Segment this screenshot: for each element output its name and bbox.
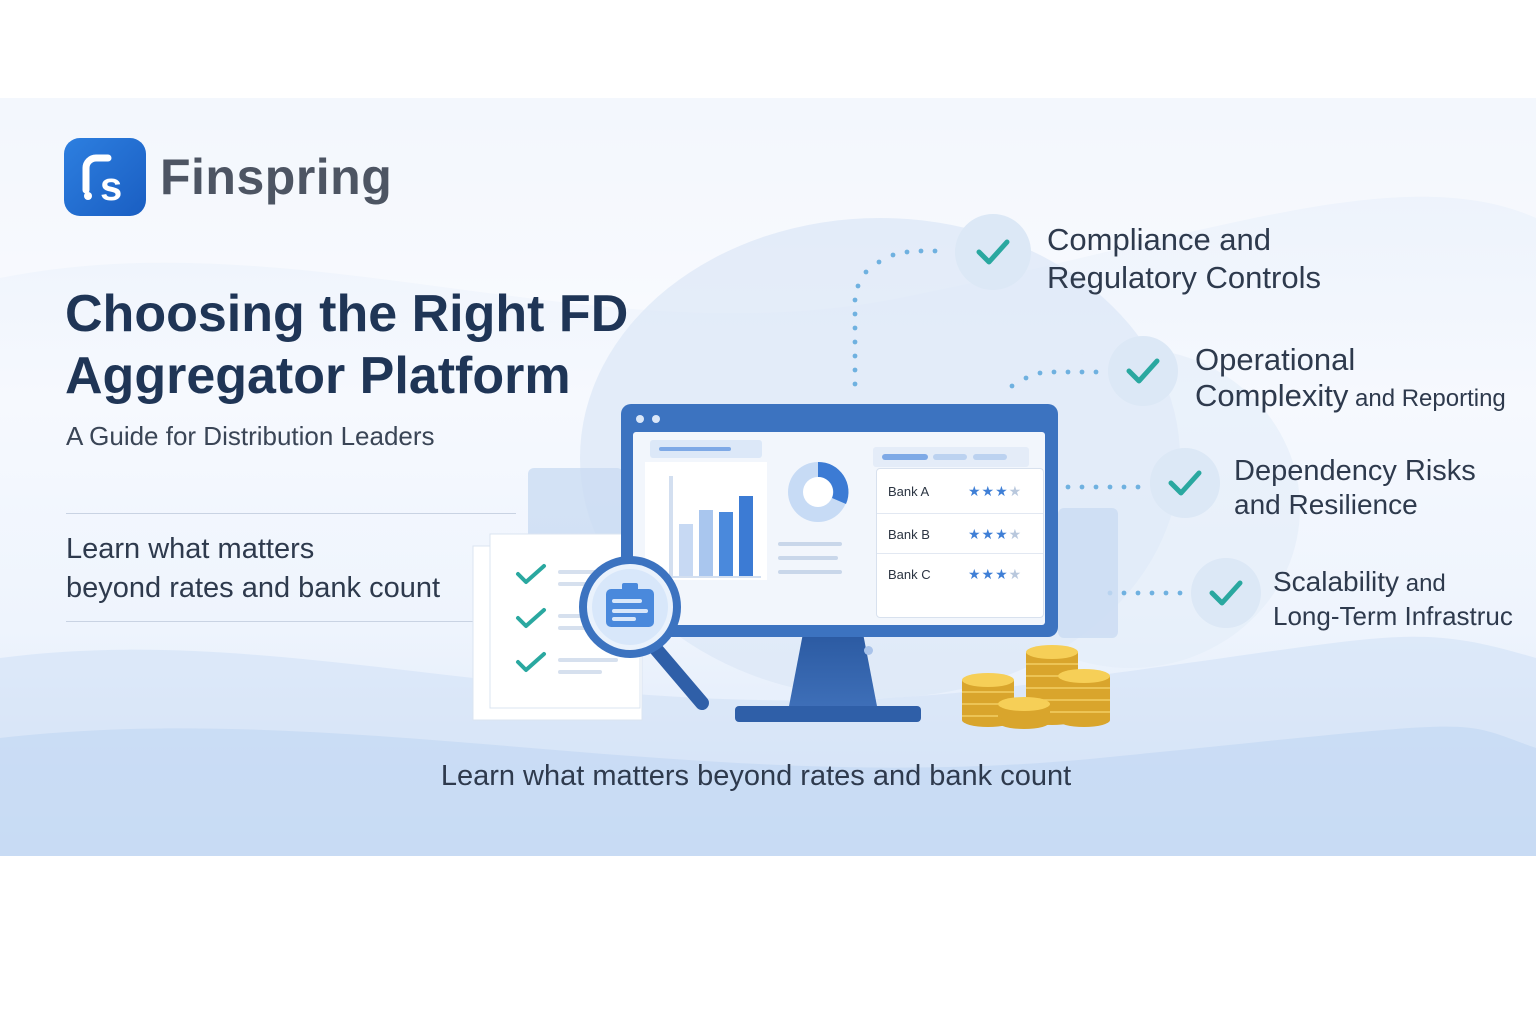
feature-line-2-suffix: and Reporting: [1348, 385, 1506, 412]
hero-banner: s Finspring Choosing the Right FD Aggreg…: [0, 98, 1536, 856]
monitor: Bank A ★★★★ Bank B ★★★★ Bank C ★★★★: [621, 404, 1058, 637]
window-dot: [652, 415, 660, 423]
rating-stars: ★★★★: [968, 566, 1022, 583]
stars-empty: ★: [1008, 565, 1023, 582]
feature-line-1: Scalability: [1273, 566, 1400, 597]
bar-chart-icon: [679, 496, 753, 576]
feature-label: Scalability and Long-Term Infrastruc: [1273, 564, 1513, 633]
subtitle: A Guide for Distribution Leaders: [66, 421, 435, 451]
svg-text:s: s: [100, 165, 122, 209]
stars-filled: ★★★: [968, 525, 1009, 542]
feature-line-2: Complexity: [1195, 378, 1349, 413]
donut-chart-icon: [788, 461, 849, 522]
tagline-line-1: Learn what matters: [66, 533, 315, 565]
stars-empty: ★: [1008, 482, 1023, 499]
bottom-tagline-text: Learn what matters beyond rates and bank…: [440, 760, 1072, 792]
divider-top: [66, 513, 516, 514]
rating-stars: ★★★★: [968, 526, 1022, 543]
feature-compliance: Compliance and Regulatory Controls: [955, 214, 1321, 297]
bank-name: Bank B: [888, 526, 930, 542]
coin-stack-icon: [962, 645, 1110, 729]
check-icon: [1150, 448, 1220, 518]
magnifier-icon: [579, 556, 709, 710]
table-row: Bank C ★★★★: [877, 553, 1043, 594]
bank-comparison-table: Bank A ★★★★ Bank B ★★★★ Bank C ★★★★: [876, 468, 1044, 618]
feature-line-2: Long-Term Infrastruc: [1273, 601, 1513, 631]
feature-line-1: Compliance and: [1047, 222, 1272, 257]
stars-empty: ★: [1008, 525, 1023, 542]
feature-label: Dependency Risks and Resilience: [1234, 454, 1476, 522]
title-line-1: Choosing the Right FD: [65, 285, 629, 343]
table-row: Bank B ★★★★: [877, 513, 1043, 554]
rating-stars: ★★★★: [968, 483, 1022, 500]
feature-line-1-suffix: and: [1399, 570, 1446, 597]
feature-label: Operational Complexity and Reporting: [1195, 342, 1506, 417]
monitor-base: [735, 706, 921, 722]
check-icon: [955, 214, 1031, 290]
feature-line-2: Regulatory Controls: [1047, 260, 1321, 295]
table-row: Bank A ★★★★: [877, 471, 1043, 511]
tagline: Learn what matters beyond rates and bank…: [66, 530, 440, 608]
stars-filled: ★★★: [968, 565, 1009, 582]
feature-scalability: Scalability and Long-Term Infrastruc: [1191, 558, 1513, 633]
monitor-stand: [788, 637, 878, 707]
check-icon: [1108, 336, 1178, 406]
page-title: Choosing the Right FD Aggregator Platfor…: [65, 283, 665, 407]
bottom-tagline: Learn what matters beyond rates and bank…: [0, 760, 1536, 793]
brand-logo: s Finspring: [64, 138, 392, 216]
feature-dependency: Dependency Risks and Resilience: [1150, 448, 1476, 522]
brand-name: Finspring: [160, 149, 393, 205]
check-icon: [1191, 558, 1261, 628]
dashboard-screen: Bank A ★★★★ Bank B ★★★★ Bank C ★★★★: [633, 432, 1045, 625]
power-light: [864, 646, 873, 655]
feature-operational: Operational Complexity and Reporting: [1108, 336, 1506, 417]
bank-name: Bank C: [888, 566, 931, 582]
dashboard-graphics: [645, 440, 1029, 580]
feature-line-1: Dependency Risks: [1234, 455, 1476, 487]
logo-icon: s: [64, 138, 146, 216]
feature-label: Compliance and Regulatory Controls: [1047, 221, 1321, 297]
title-line-2: Aggregator Platform: [65, 347, 571, 405]
feature-line-1: Operational: [1195, 342, 1356, 377]
feature-line-2: and Resilience: [1234, 489, 1418, 520]
tagline-line-2: beyond rates and bank count: [66, 572, 441, 604]
bank-name: Bank A: [888, 483, 930, 499]
divider-bottom: [66, 621, 516, 622]
window-dot: [636, 415, 644, 423]
stars-filled: ★★★: [968, 482, 1009, 499]
